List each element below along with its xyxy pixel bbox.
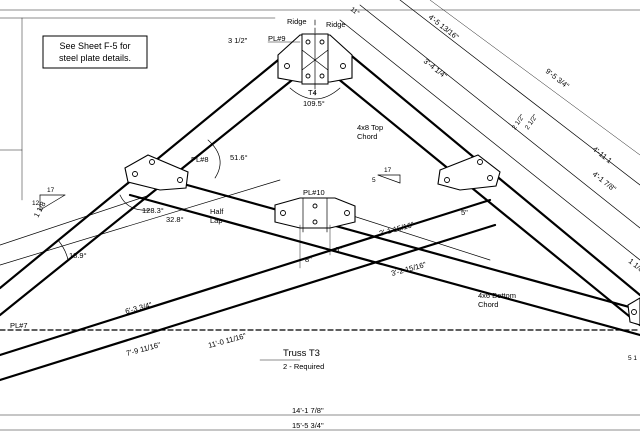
dim-right-edge: 5 1	[628, 355, 637, 362]
dim-three-half: 3 1/2"	[228, 36, 248, 45]
plate-pl8	[124, 154, 189, 191]
bottom-chord-label-1: 4x6 Bottom	[478, 291, 516, 300]
dim-15-5-3-4: 15'-5 3/4"	[292, 421, 324, 430]
dim-1-1-8: 1 1/8	[627, 256, 640, 273]
dimension-lines	[0, 41, 640, 431]
pl8-label: PL#8	[191, 155, 209, 164]
dim-14-1-7-8: 14'-1 7/8"	[292, 406, 324, 415]
dim-5: 5"	[461, 208, 468, 217]
plate-right-edge	[627, 297, 640, 326]
plate-right-joint	[437, 154, 501, 191]
pitch-left	[39, 194, 66, 211]
left-bottom-chord	[0, 198, 497, 382]
note-line-2: steel plate details.	[59, 53, 131, 63]
top-chord-label-2: Chord	[357, 132, 377, 141]
pitch-right-rise: 5	[372, 177, 376, 184]
dim-eleven: 11"	[349, 6, 361, 18]
pitch-right-run: 17	[384, 167, 392, 174]
dim-4-11: 4'-11 1	[591, 144, 614, 165]
pl10-label: PL#10	[303, 188, 325, 197]
dim-8: 8"	[305, 255, 312, 264]
dim-2-1-15-16: 2'-1 15/16"	[378, 220, 415, 238]
pitch-left-rise: 12	[32, 200, 40, 207]
note-line-1: See Sheet F-5 for	[59, 41, 130, 51]
angle-upper: 51.6°	[230, 153, 248, 162]
bottom-chord-label-2: Chord	[478, 300, 498, 309]
t4-label: T4	[308, 88, 317, 97]
half-lap-label-1: Half	[210, 207, 224, 216]
dim-11-0-11-16: 11'-0 11/16"	[207, 331, 247, 350]
note-box: See Sheet F-5 for steel plate details.	[42, 35, 148, 69]
ridge-label-right: Ridge	[326, 20, 346, 29]
dim-6: 6"	[335, 245, 342, 254]
truss-subtitle: 2 - Required	[283, 362, 324, 371]
sheet-frame	[0, 9, 640, 201]
dim-7-9-11-16: 7'-9 11/16"	[125, 340, 162, 358]
half-lap-label-2: Lap	[210, 216, 223, 225]
dim-4-5-13: 4'-5 13/16"	[427, 12, 461, 41]
dim-3-4-1-4: 3'-4 1/4"	[422, 56, 449, 80]
pl9-label: PL#9	[268, 34, 286, 43]
pitch-right	[377, 174, 401, 184]
plate-pl9	[277, 33, 353, 85]
ridge-label-left: Ridge	[287, 17, 307, 26]
angle-lower: 18.9°	[69, 251, 87, 260]
angle-apex: 109.5°	[303, 99, 325, 108]
dim-6-3-3-4: 6'-3 3/4"	[124, 300, 153, 316]
roof-overhang-lines	[339, 0, 640, 261]
dim-2-1-2-b: 2 1/2"	[524, 113, 540, 131]
reference-lines	[0, 179, 640, 331]
angle-left-joint: 128.3°	[142, 206, 164, 215]
pitch-left-run: 17	[47, 187, 55, 194]
angle-arcs	[57, 87, 341, 261]
right-bottom-chord	[128, 170, 640, 337]
pl7-label: PL#7	[10, 321, 28, 330]
truss-title: Truss T3	[283, 348, 320, 359]
angle-left-joint-inner: 32.8°	[166, 215, 184, 224]
plate-pl10	[274, 197, 356, 233]
dim-4-1-7-8: 4'-1 7/8"	[591, 169, 618, 193]
top-chord-label-1: 4x8 Top	[357, 123, 383, 132]
